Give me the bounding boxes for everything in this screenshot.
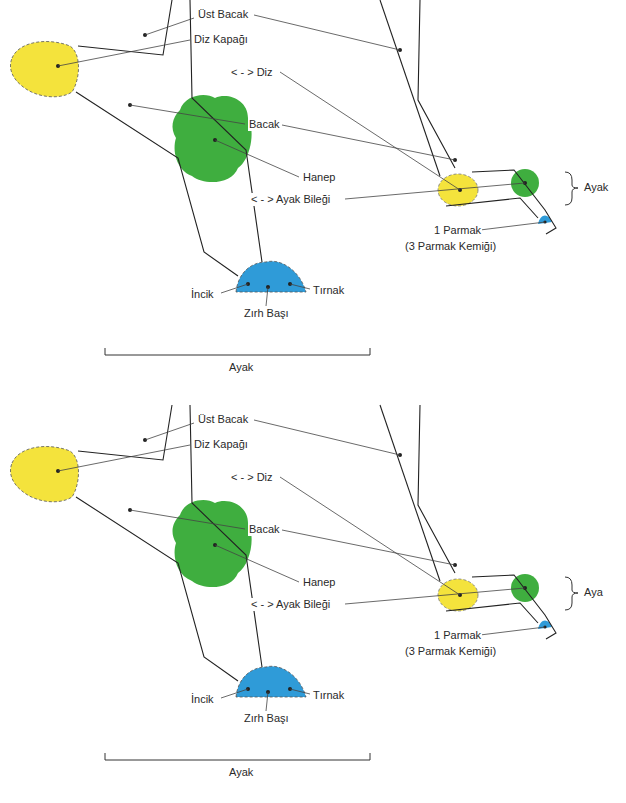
part-label: Ayak bbox=[583, 181, 609, 194]
part-label: < - > Diz bbox=[230, 66, 274, 79]
part-label: < - > Ayak Bileği bbox=[250, 598, 331, 611]
part-label: Ayak bbox=[228, 361, 254, 374]
part-label: Hanep bbox=[302, 171, 336, 184]
part-label: Tırnak bbox=[312, 284, 345, 297]
leg-panel bbox=[10, 0, 578, 355]
part-label: < - > Ayak Bileği bbox=[250, 193, 331, 206]
part-label: Bacak bbox=[248, 118, 281, 131]
part-label: Ayak bbox=[228, 766, 254, 779]
part-label: Hanep bbox=[302, 576, 336, 589]
part-label: 1 Parmak bbox=[433, 629, 482, 642]
part-label: Tırnak bbox=[312, 689, 345, 702]
part-label: İncik bbox=[190, 693, 215, 706]
part-label: 1 Parmak bbox=[433, 224, 482, 237]
part-label: Aya bbox=[583, 586, 604, 599]
part-label: (3 Parmak Kemiği) bbox=[404, 240, 497, 253]
part-label: Diz Kapağı bbox=[193, 438, 249, 451]
part-label: Zırh Başı bbox=[243, 307, 290, 320]
part-label: Bacak bbox=[248, 523, 281, 536]
part-label: (3 Parmak Kemiği) bbox=[404, 645, 497, 658]
leg-panel bbox=[10, 405, 578, 760]
part-label: Diz Kapağı bbox=[193, 33, 249, 46]
part-label: Üst Bacak bbox=[197, 8, 249, 21]
part-label: < - > Diz bbox=[230, 471, 274, 484]
part-label: Üst Bacak bbox=[197, 413, 249, 426]
part-label: İncik bbox=[190, 288, 215, 301]
part-label: Zırh Başı bbox=[243, 712, 290, 725]
